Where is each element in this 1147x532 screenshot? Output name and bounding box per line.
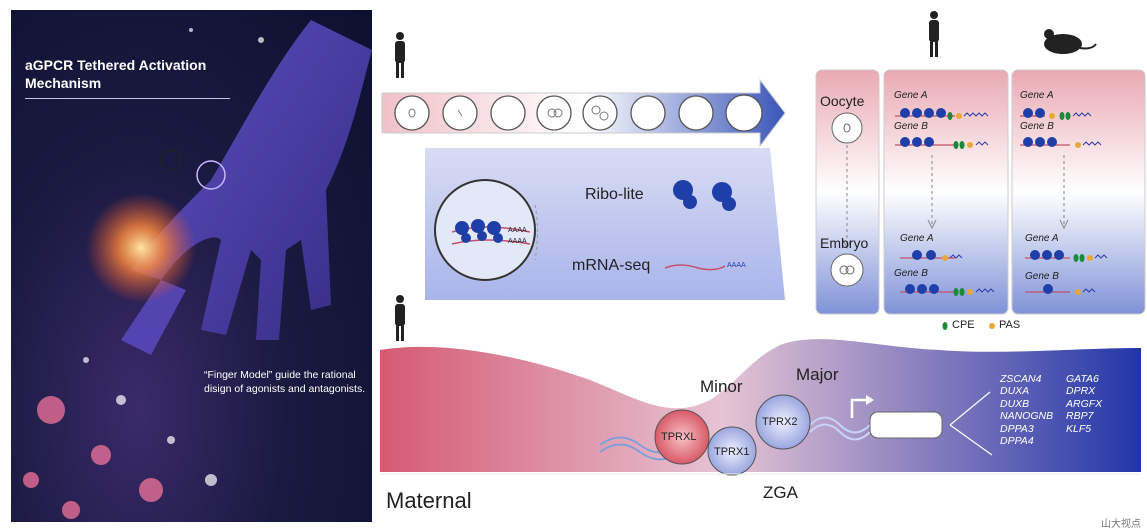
mouse-icon [1044,29,1097,54]
tprx1-protein [707,426,757,476]
embryo-stages [394,94,763,132]
zga-label: ZGA [763,483,798,502]
gene-b-label: Gene B [894,268,928,279]
cpe-legend-icon [942,322,948,330]
target-gene-box [869,411,943,439]
cell-polya-label: AAAA [508,238,527,245]
target-gene: ZSCAN4 [1000,373,1042,385]
target-gene: DPRX [1066,385,1096,398]
target-gene: DPPA3 [1000,422,1034,435]
tprx2-protein [755,394,811,450]
maternal-label: Maternal [386,488,472,513]
target-gene: DUXB [1000,397,1030,410]
gene-a-label: Gene A [1025,233,1059,244]
cell-polya-label: AAAA [508,227,527,234]
poster-panel: aGPCR Tethered Activation Mechanism “Fin… [11,10,372,522]
gene-b-label: Gene B [1020,121,1054,132]
watermark: 山大视点 [1101,519,1141,530]
tprxl-protein [654,409,710,465]
poster-title-line2: Mechanism [25,75,102,91]
ribosome-cluster [455,219,503,243]
gene-a-label: Gene A [900,233,934,244]
cpe-legend-label: CPE [952,319,975,331]
embryo-label: Embryo [820,235,869,251]
hand-shape [131,20,372,340]
human-icon [395,32,405,78]
target-gene: ARGFX [1066,397,1103,410]
target-gene: GATA6 [1066,373,1099,385]
poster-title: aGPCR Tethered Activation Mechanism [25,56,265,92]
pas-legend-icon [989,323,995,329]
major-wave-label: Major [796,365,839,384]
cell-icon [434,179,536,281]
target-gene: DPPA4 [1000,435,1034,448]
oocyte-embryo-column [815,69,880,315]
poster-illustration [23,20,372,519]
target-gene: KLF5 [1066,422,1092,435]
human-icon [395,295,405,341]
target-gene: RBP7 [1066,410,1094,423]
pas-legend-label: PAS [999,319,1021,331]
gene-b-label: Gene B [894,121,928,132]
figure-graphics [380,11,1146,476]
dna-helix-icon [809,416,871,441]
human-icon [929,11,939,57]
ribo-lite-label: Ribo-lite [585,186,644,203]
mrna-seq-label: mRNA-seq [572,257,651,274]
gene-a-label: Gene A [894,90,928,101]
zga-wave [380,339,1141,472]
tprx1-label: TPRX1 [714,446,750,458]
poster-caption: “Finger Model” guide the rational disign… [204,369,366,395]
mrna-polya-label: AAAA [727,262,746,269]
minor-wave-label: Minor [700,377,743,396]
tprxl-label: TPRXL [661,431,697,443]
gene-b-label: Gene B [1025,271,1059,282]
poster-divider [25,98,230,99]
ribosome-icon [673,180,736,211]
poster-title-line1: aGPCR Tethered Activation [25,57,207,73]
activation-glow [86,193,196,303]
gene-a-label: Gene A [1020,90,1054,101]
target-gene: DUXA [1000,385,1030,398]
tprx2-label: TPRX2 [762,416,798,428]
figure-panel: Ribo-lite mRNA-seq AAAA AAAA AAAA Oocyte… [380,0,1147,532]
target-gene: NANOGNB [1000,410,1054,423]
target-genes-col1: ZSCAN4 DUXA DUXB NANOGNB DPPA3 DPPA4 [1000,373,1053,447]
target-genes-col2: GATA6 DPRX ARGFX RBP7 KLF5 [1066,373,1102,435]
oocyte-label: Oocyte [820,93,865,109]
promoter-arrow-icon [850,398,868,418]
